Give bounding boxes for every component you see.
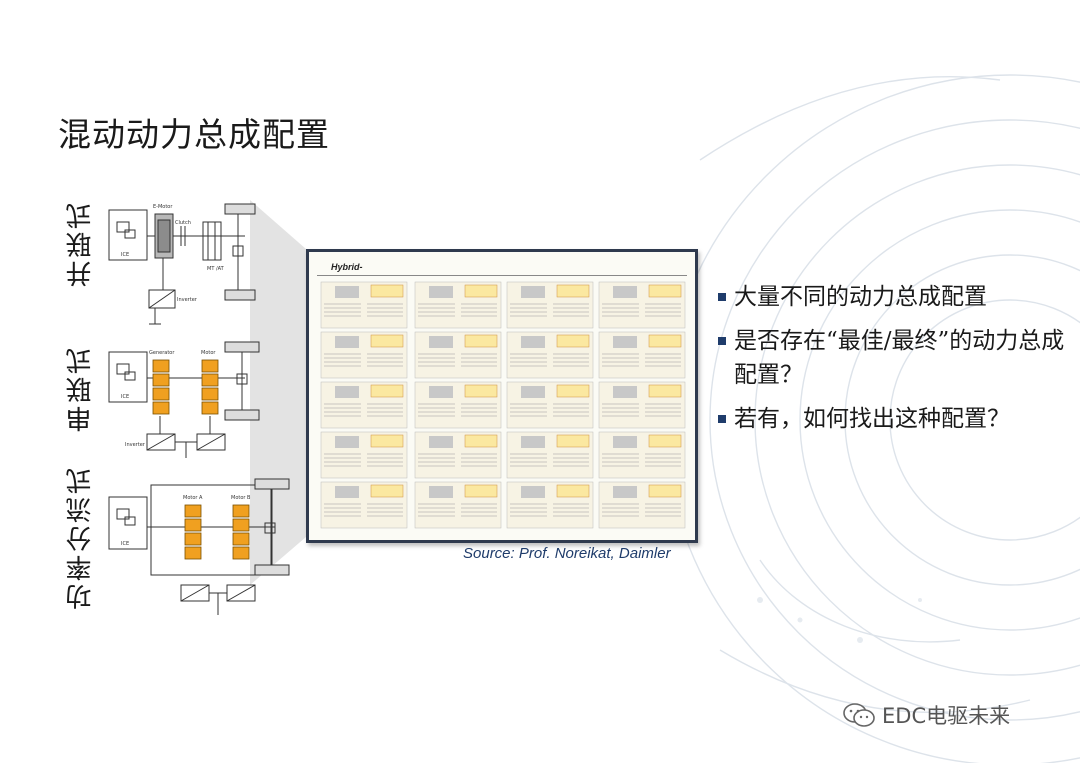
label-parallel: 并联式	[66, 200, 96, 287]
config-note	[464, 334, 498, 348]
config-sketch	[521, 486, 545, 498]
config-note	[648, 284, 682, 298]
bullet-text: 大量不同的动力总成配置	[734, 284, 987, 310]
config-note	[370, 434, 404, 448]
bullet-text: 若有，如何找出这种配置？	[734, 406, 1010, 432]
generator-label: Generator	[149, 350, 175, 356]
source-citation: Source: Prof. Noreikat, Daimler	[463, 545, 671, 562]
config-sketch	[429, 486, 453, 498]
config-note	[370, 334, 404, 348]
config-sketch	[613, 486, 637, 498]
parallel-hybrid-diagram: ICE E-Motor Clutch MT /AT Inverter	[108, 203, 256, 325]
config-sketch	[521, 336, 545, 348]
config-note	[648, 484, 682, 498]
motor-a-label: Motor A	[183, 495, 203, 501]
config-sketch	[613, 286, 637, 298]
motor-b-label: Motor B	[231, 495, 251, 501]
config-note	[556, 384, 590, 398]
hybrid-configuration-sheet: Hybrid-	[306, 249, 698, 543]
config-sketch	[613, 436, 637, 448]
label-series: 串联式	[66, 345, 96, 432]
powersplit-hybrid-diagram: ICE Motor A Motor B	[108, 478, 290, 615]
ps-ice-label: ICE	[121, 541, 129, 547]
watermark-text: EDC电驱未来	[882, 704, 1011, 728]
series-inverter-label: Inverter	[125, 442, 146, 448]
bullet-item: 大量不同的动力总成配置	[718, 280, 1068, 314]
sheet-thumbnail-grid	[320, 281, 686, 529]
config-sketch	[613, 386, 637, 398]
inverter-label: Inverter	[177, 297, 198, 303]
bullet-list: 大量不同的动力总成配置 是否存在“最佳/最终”的动力总成配置？ 若有，如何找出这…	[718, 280, 1068, 446]
config-note	[648, 334, 682, 348]
watermark: EDC电驱未来	[842, 700, 1010, 730]
motor-label: Motor	[201, 350, 216, 356]
config-sketch	[613, 336, 637, 348]
config-note	[370, 484, 404, 498]
emotor-label: E-Motor	[153, 204, 173, 210]
config-sketch	[429, 436, 453, 448]
sheet-divider	[317, 275, 687, 276]
config-note	[648, 434, 682, 448]
config-sketch	[521, 436, 545, 448]
config-sketch	[335, 436, 359, 448]
bullet-square-icon	[718, 293, 726, 301]
config-note	[556, 284, 590, 298]
config-sketch	[429, 286, 453, 298]
bullet-square-icon	[718, 415, 726, 423]
config-note	[648, 384, 682, 398]
sheet-title: Hybrid-	[331, 262, 363, 272]
config-sketch	[521, 286, 545, 298]
config-note	[464, 284, 498, 298]
config-sketch	[335, 286, 359, 298]
config-note	[464, 384, 498, 398]
config-note	[464, 484, 498, 498]
config-note	[370, 384, 404, 398]
ice-label: ICE	[121, 252, 129, 258]
bullet-item: 若有，如何找出这种配置？	[718, 402, 1068, 436]
series-hybrid-diagram: ICE Generator Motor Inverter	[108, 341, 260, 458]
config-note	[370, 284, 404, 298]
label-powersplit: 功率分流式	[66, 465, 96, 610]
series-ice-label: ICE	[121, 394, 129, 400]
wechat-icon	[843, 703, 875, 727]
bullet-text: 是否存在“最佳/最终”的动力总成配置？	[734, 328, 1065, 388]
clutch-label: Clutch	[175, 220, 191, 226]
transmission-label: MT /AT	[207, 266, 225, 272]
slide-title: 混动动力总成配置	[58, 115, 330, 154]
config-note	[556, 434, 590, 448]
config-sketch	[429, 336, 453, 348]
bullet-square-icon	[718, 337, 726, 345]
config-sketch	[335, 336, 359, 348]
config-note	[556, 484, 590, 498]
config-sketch	[335, 386, 359, 398]
bullet-item: 是否存在“最佳/最终”的动力总成配置？	[718, 324, 1068, 392]
config-note	[556, 334, 590, 348]
config-sketch	[335, 486, 359, 498]
config-note	[464, 434, 498, 448]
config-sketch	[429, 386, 453, 398]
config-sketch	[521, 386, 545, 398]
